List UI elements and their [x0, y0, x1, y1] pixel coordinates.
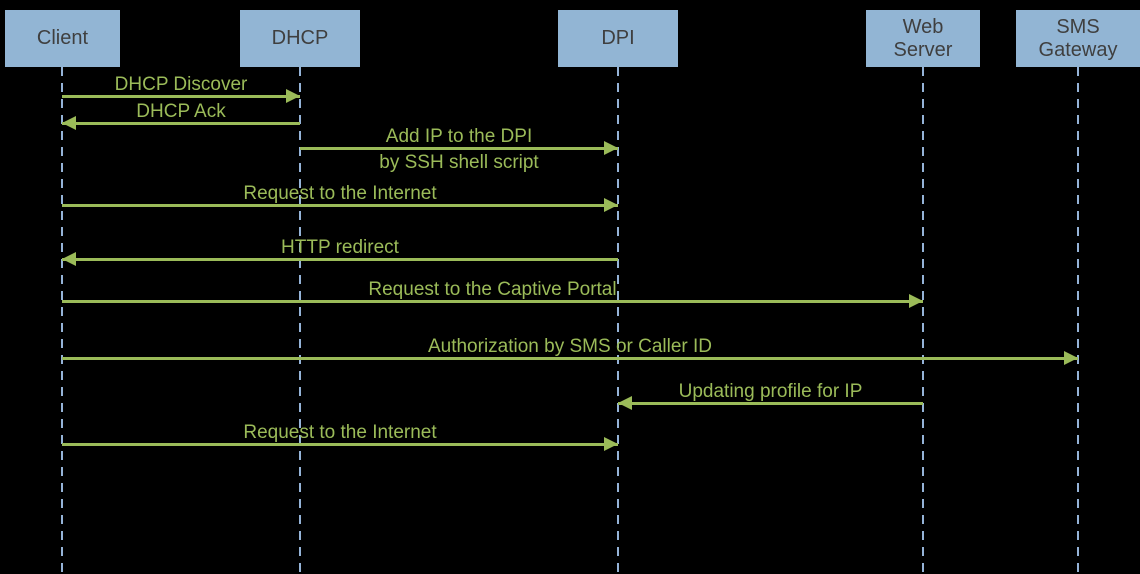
message-line-2	[300, 147, 618, 150]
message-label-8: Request to the Internet	[243, 422, 437, 443]
message-label-7: Updating profile for IP	[678, 381, 863, 402]
message-line-5	[62, 300, 923, 303]
actor-box-web: Web Server	[866, 10, 980, 67]
actor-box-client: Client	[5, 10, 120, 67]
arrowhead-icon-4	[62, 252, 76, 266]
actor-box-sms: SMS Gateway	[1016, 10, 1140, 67]
lifeline-web	[922, 67, 924, 574]
message-line-0	[62, 95, 300, 98]
message-label-0: DHCP Discover	[114, 74, 248, 95]
actor-label-dpi: DPI	[601, 27, 635, 49]
lifeline-sms	[1077, 67, 1079, 574]
message-label-2-line2: by SSH shell script	[379, 152, 539, 173]
lifeline-dpi	[617, 67, 619, 574]
message-label-2: Add IP to the DPI	[385, 126, 533, 147]
arrowhead-icon-8	[604, 437, 618, 451]
actor-label-sms: SMS Gateway	[1038, 15, 1118, 61]
message-label-4: HTTP redirect	[281, 237, 399, 258]
message-label-3: Request to the Internet	[243, 183, 437, 204]
message-label-1: DHCP Ack	[136, 101, 226, 122]
arrowhead-icon-0	[286, 89, 300, 103]
lifeline-dhcp	[299, 67, 301, 574]
message-line-7	[618, 402, 923, 405]
actor-label-web: Web Server	[893, 15, 953, 61]
message-line-3	[62, 204, 618, 207]
arrowhead-icon-7	[618, 396, 632, 410]
actor-label-client: Client	[36, 27, 89, 49]
message-label-5: Request to the Captive Portal	[368, 279, 617, 300]
arrowhead-icon-6	[1064, 351, 1078, 365]
actor-label-dhcp: DHCP	[271, 27, 329, 49]
message-label-6: Authorization by SMS or Caller ID	[427, 336, 713, 357]
message-line-1	[62, 122, 300, 125]
arrowhead-icon-1	[62, 116, 76, 130]
message-line-8	[62, 443, 618, 446]
message-line-4	[62, 258, 618, 261]
lifeline-client	[61, 67, 63, 574]
arrowhead-icon-5	[909, 294, 923, 308]
arrowhead-icon-2	[604, 141, 618, 155]
actor-box-dhcp: DHCP	[240, 10, 360, 67]
arrowhead-icon-3	[604, 198, 618, 212]
message-line-6	[62, 357, 1078, 360]
actor-box-dpi: DPI	[558, 10, 678, 67]
